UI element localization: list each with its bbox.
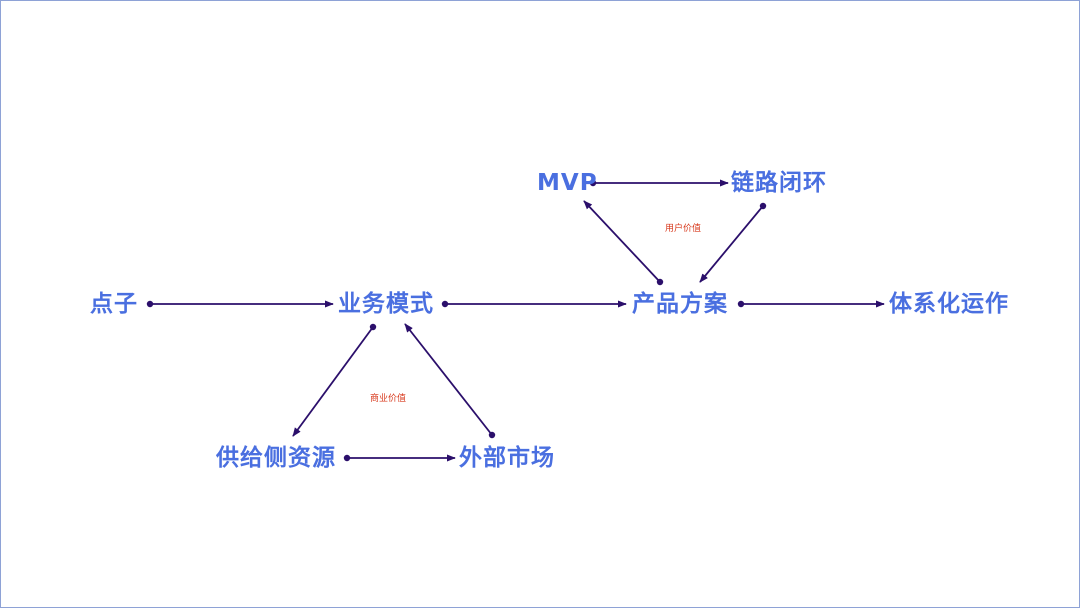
node-chanpin-fangan: 产品方案 [632, 290, 728, 317]
node-layer: 点子 业务模式 产品方案 体系化运作 MVP 链路闭环 供给侧资源 外部市场 [90, 169, 1009, 471]
node-gongji-ce-ziyuan: 供给侧资源 [215, 444, 336, 471]
edge-chanpin-fangan-to-tixihua-yunzuo [737, 300, 885, 308]
node-tixihua-yunzuo: 体系化运作 [889, 290, 1009, 317]
note-layer: 用户价值 商业价值 [370, 222, 701, 404]
edge-yewu-moshi-to-gongji-ce-ziyuan [292, 323, 377, 437]
edge-dianzi-to-yewu-moshi [146, 300, 334, 308]
node-yewu-moshi: 业务模式 [338, 291, 434, 317]
edge-mvp-to-lianlu-bihuan [589, 179, 729, 187]
edge-yewu-moshi-to-chanpin-fangan [441, 300, 627, 308]
edge-gongji-ce-ziyuan-to-waibu-shichang [343, 454, 456, 462]
edge-lianlu-bihuan-to-chanpin-fangan [699, 202, 767, 283]
edge-layer [146, 179, 885, 462]
node-lianlu-bihuan: 链路闭环 [731, 169, 827, 196]
node-mvp: MVP [537, 170, 598, 196]
node-waibu-shichang: 外部市场 [459, 444, 555, 471]
note-shangye-jiazhi: 商业价值 [370, 392, 406, 404]
node-dianzi: 点子 [90, 291, 138, 317]
edge-waibu-shichang-to-yewu-moshi [404, 323, 496, 439]
edge-chanpin-fangan-to-mvp [583, 200, 664, 286]
note-yonghu-jiazhi: 用户价值 [665, 222, 701, 234]
